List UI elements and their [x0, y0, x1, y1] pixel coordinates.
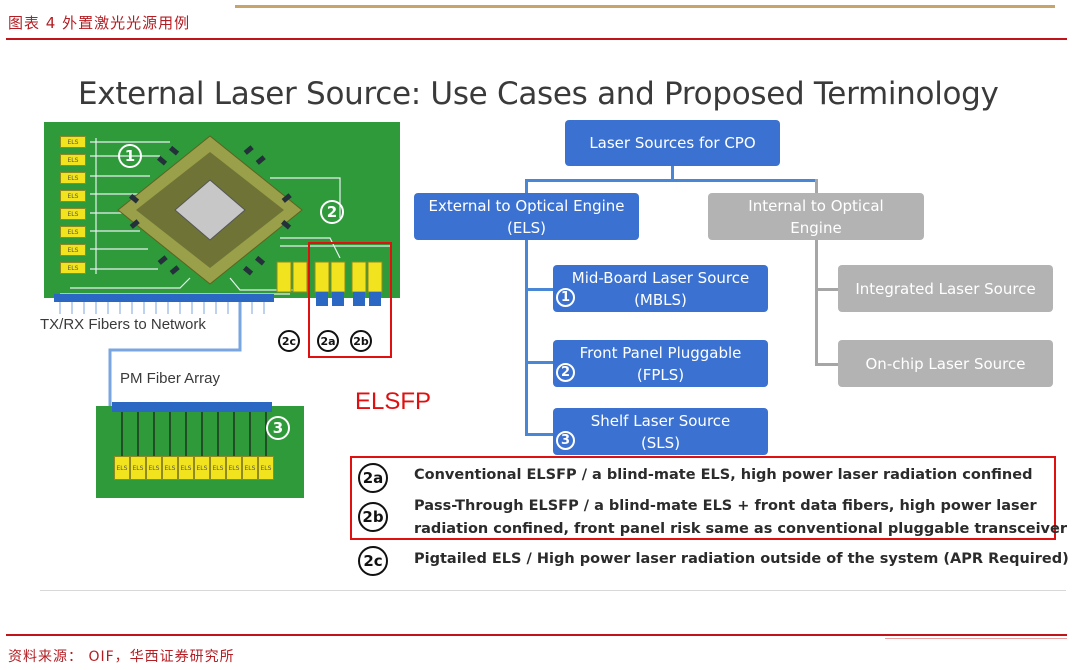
legend-badge-2c: 2c: [358, 546, 388, 576]
els-chip: ELS: [60, 136, 86, 148]
marker-3: 3: [266, 416, 290, 440]
marker-2a: 2a: [317, 330, 339, 352]
pm-fiber: [108, 302, 242, 408]
legend-badge-2a: 2a: [358, 463, 388, 493]
header-top-rule: [235, 5, 1055, 8]
connector-to-external: [525, 179, 528, 193]
shelf-els-chip: ELS: [114, 456, 130, 480]
connector-external-trunk: [525, 240, 528, 436]
elsfp-label: ELSFP: [355, 388, 432, 415]
legend-2b-text-line1: Pass-Through ELSFP / a blind-mate ELS + …: [414, 498, 1037, 514]
front-panel-els-modules: [276, 261, 383, 306]
connector-to-fpls: [525, 361, 553, 364]
pcb-drawing: [44, 122, 400, 498]
connector-to-mbls: [525, 288, 553, 291]
connector-to-integrated: [815, 288, 838, 291]
asic-chip: [117, 135, 303, 285]
tx-rx-fibers-label: TX/RX Fibers to Network: [40, 316, 206, 333]
els-chip: ELS: [60, 208, 86, 220]
legend-highlight-box: [350, 456, 1056, 540]
pm-fiber-array-label: PM Fiber Array: [120, 370, 221, 387]
node-mbls: Mid-Board Laser Source(MBLS) 1: [553, 265, 768, 312]
sls-number-badge: 3: [556, 431, 575, 450]
node-fpls: Front Panel Pluggable(FPLS) 2: [553, 340, 768, 387]
figure-caption: 图表 4 外置激光光源用例: [8, 14, 191, 32]
shelf-els-chip: ELS: [242, 456, 258, 480]
footer-rule: [6, 634, 1067, 636]
marker-2c: 2c: [278, 330, 300, 352]
slide-bottom-rule: [40, 590, 1066, 591]
shelf-els-chip: ELS: [178, 456, 194, 480]
mbls-number-badge: 1: [556, 288, 575, 307]
header-rule: [6, 38, 1067, 40]
connector-to-sls: [525, 433, 553, 436]
shelf-els-chip: ELS: [210, 456, 226, 480]
connector-root-bar: [525, 179, 818, 182]
node-external-els: External to Optical Engine(ELS): [414, 193, 639, 240]
network-fiber-stubs: [59, 302, 265, 314]
shelf-els-chip: ELS: [130, 456, 146, 480]
shelf-els-chip: ELS: [194, 456, 210, 480]
node-sls: Shelf Laser Source(SLS) 3: [553, 408, 768, 455]
legend-badge-2b: 2b: [358, 502, 388, 532]
marker-2: 2: [320, 200, 344, 224]
els-chip: ELS: [60, 262, 86, 274]
node-integrated-laser-source: Integrated Laser Source: [838, 265, 1053, 312]
connector-to-onchip: [815, 363, 838, 366]
network-connectors: [54, 294, 274, 302]
node-laser-sources-cpo: Laser Sources for CPO: [565, 120, 780, 166]
marker-2b: 2b: [350, 330, 372, 352]
shelf-connectors: [112, 402, 272, 412]
source-note: 资料来源： OIF，华西证券研究所: [8, 649, 235, 665]
slide-title: External Laser Source: Use Cases and Pro…: [78, 76, 999, 112]
shelf-els-chip: ELS: [226, 456, 242, 480]
elsfp-highlight-box: [308, 242, 392, 358]
connector-to-internal: [815, 179, 818, 193]
legend-2a-text: Conventional ELSFP / a blind-mate ELS, h…: [414, 467, 1033, 483]
footer-rule-secondary: [885, 638, 1067, 639]
node-onchip-laser-source: On-chip Laser Source: [838, 340, 1053, 387]
shelf-els-chip: ELS: [162, 456, 178, 480]
shelf-els-chip: ELS: [146, 456, 162, 480]
els-chip: ELS: [60, 154, 86, 166]
illustration: ELS ELS ELS ELS ELS ELS ELS ELS ELS ELS …: [40, 118, 410, 508]
els-chip: ELS: [60, 226, 86, 238]
els-chip: ELS: [60, 172, 86, 184]
legend-2b-text-line2: radiation confined, front panel risk sam…: [414, 521, 1067, 537]
fpls-number-badge: 2: [556, 363, 575, 382]
els-chip: ELS: [60, 244, 86, 256]
marker-1: 1: [118, 144, 142, 168]
connector-internal-trunk: [815, 240, 818, 366]
els-chip: ELS: [60, 190, 86, 202]
legend-2c-text: Pigtailed ELS / High power laser radiati…: [414, 551, 1069, 567]
connector-root-down: [671, 166, 674, 180]
shelf-fiber-traces: [121, 412, 267, 456]
shelf-els-chip: ELS: [258, 456, 274, 480]
